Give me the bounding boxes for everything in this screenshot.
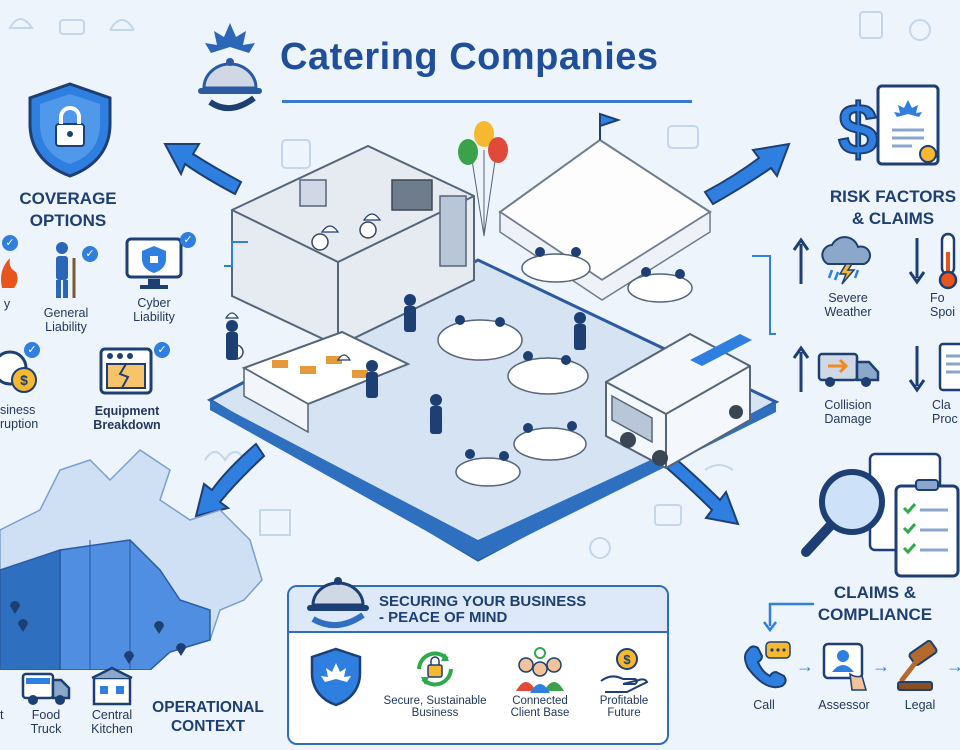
- risk-label-claims-process: Cla Proc: [932, 398, 958, 426]
- claims-heading: CLAIMS & COMPLIANCE: [817, 583, 933, 624]
- panel-feature-label: Secure, Sustainable Business: [383, 695, 487, 719]
- check-badge: ✓: [82, 246, 98, 262]
- catering-scene-illustration: [163, 112, 791, 562]
- risk-label-collision-damage: Collision Damage: [824, 398, 872, 426]
- coverage-label-fire: y: [3, 297, 11, 311]
- assessor-icon: [822, 642, 867, 691]
- claims-bracket-arrow-icon: [763, 602, 814, 633]
- canada-map-illustration: [0, 449, 263, 670]
- risk-label-food-spoilage: Fo Spoi: [930, 291, 956, 319]
- panel-feature-connected-clients: Connected Client Base: [495, 647, 585, 742]
- panel-feature-secure-business: Secure, Sustainable Business: [377, 647, 493, 742]
- monitor-lock-icon: [125, 237, 183, 289]
- claims-step-legal: Legal: [904, 698, 936, 712]
- people-icon: [516, 647, 564, 693]
- claims-step-assessor: Assessor: [818, 698, 870, 712]
- coverage-label-cyber-liability: Cyber Liability: [133, 296, 175, 324]
- arrow-down-icon: [908, 346, 926, 393]
- maple-shield-icon: [310, 647, 362, 707]
- operational-label-food-truck: Food Truck: [30, 708, 62, 736]
- panel-title: SECURING YOUR BUSINESS - PEACE OF MIND: [379, 593, 587, 626]
- step-arrow-icon: →: [796, 656, 814, 676]
- phone-icon: [744, 641, 791, 689]
- coverage-label-business-interruption: siness ruption: [0, 403, 39, 431]
- cloche-hand-icon: [307, 577, 369, 628]
- truck-collision-icon: [817, 352, 880, 387]
- check-badge: ✓: [24, 342, 40, 358]
- svg-text:$: $: [20, 372, 28, 388]
- svg-text:$: $: [623, 652, 631, 667]
- coverage-label-general-liability: General Liability: [43, 306, 89, 334]
- panel-feature-label: Connected Client Base: [510, 695, 570, 719]
- broken-oven-icon: [99, 347, 153, 395]
- risk-label-severe-weather: Severe Weather: [824, 291, 872, 319]
- panel-feature-label: Profitable Future: [599, 695, 649, 719]
- clock-dollar-icon: $: [0, 350, 37, 393]
- svg-text:$: $: [838, 90, 878, 170]
- operational-label-partial: t: [0, 708, 4, 722]
- panel-feature-maple-shield: [291, 647, 381, 742]
- operational-heading: OPERATIONAL CONTEXT: [152, 699, 264, 735]
- risk-heading: RISK FACTORS & CLAIMS: [829, 187, 957, 228]
- magnifier-checklist-icon: [801, 452, 960, 578]
- coverage-label-equipment-breakdown: Equipment Breakdown: [93, 404, 161, 432]
- panel-header: SECURING YOUR BUSINESS - PEACE OF MIND: [289, 577, 667, 633]
- step-arrow-icon: →: [872, 656, 890, 676]
- hand-dollar-icon: $: [600, 648, 649, 693]
- arrow-down-icon: [908, 238, 926, 285]
- check-badge: ✓: [180, 232, 196, 248]
- arrow-up-icon: [792, 237, 810, 284]
- maple-cloche-logo-icon: [198, 23, 262, 111]
- check-badge: ✓: [154, 342, 170, 358]
- title-block: Catering Companies: [190, 18, 790, 118]
- injured-person-icon: [56, 242, 76, 298]
- arrow-up-icon: [792, 345, 810, 392]
- coverage-shield-icon: [28, 82, 112, 178]
- check-badge: ✓: [2, 235, 18, 251]
- step-arrow-icon: →: [946, 656, 960, 676]
- claims-step-call: Call: [753, 698, 775, 712]
- coverage-heading: COVERAGE OPTIONS: [19, 189, 117, 230]
- gavel-icon: [897, 639, 938, 691]
- operational-label-central-kitchen: Central Kitchen: [91, 708, 133, 736]
- peace-of-mind-panel: SECURING YOUR BUSINESS - PEACE OF MIND S…: [287, 577, 669, 745]
- fire-icon: [1, 258, 18, 288]
- document-icon: [938, 342, 960, 392]
- panel-feature-profitable-future: $ Profitable Future: [579, 647, 669, 742]
- storm-cloud-icon: [821, 236, 871, 285]
- title-underline: [282, 100, 692, 103]
- dollar-certificate-icon: $: [837, 84, 940, 171]
- kitchen-icon: [91, 666, 133, 706]
- food-truck-icon: [21, 672, 71, 705]
- page-title: Catering Companies: [280, 36, 659, 78]
- recycle-lock-icon: [417, 651, 453, 687]
- thermometer-icon: [938, 232, 958, 290]
